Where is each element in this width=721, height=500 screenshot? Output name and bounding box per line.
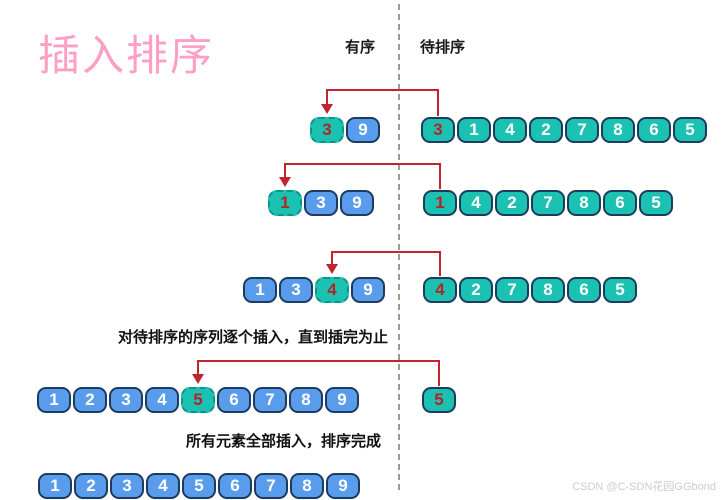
insert-arrow-horizontal: [284, 163, 441, 165]
array-cell: 9: [340, 190, 374, 216]
array-cell: 7: [495, 277, 529, 303]
array-cell: 2: [459, 277, 493, 303]
array-cell: 3: [279, 277, 313, 303]
array-cell: 8: [290, 473, 324, 499]
array-cell: 1: [423, 190, 457, 216]
array-cell: 7: [254, 473, 288, 499]
insert-arrow-down-icon: [192, 374, 204, 384]
array-cell: 4: [459, 190, 493, 216]
array-cell: 3: [110, 473, 144, 499]
page-title: 插入排序: [38, 31, 215, 80]
array-cell: 9: [346, 117, 380, 143]
array-cell: 8: [601, 117, 635, 143]
array-cell: 1: [38, 473, 72, 499]
array-cell: 7: [253, 387, 287, 413]
array-cell: 8: [567, 190, 601, 216]
insert-arrow-down-icon: [321, 104, 333, 114]
insert-arrow-vertical-right: [439, 251, 441, 276]
array-cell: 2: [73, 387, 107, 413]
array-cell: 3: [310, 117, 344, 143]
header-unsorted-label: 待排序: [420, 39, 466, 56]
insert-arrow-vertical-left: [331, 251, 333, 265]
array-cell: 5: [639, 190, 673, 216]
array-cell: 1: [243, 277, 277, 303]
array-cell: 6: [218, 473, 252, 499]
array-cell: 3: [304, 190, 338, 216]
array-cell: 4: [493, 117, 527, 143]
insert-arrow-horizontal: [197, 360, 440, 362]
array-cell: 4: [146, 473, 180, 499]
array-cell: 5: [673, 117, 707, 143]
watermark-text: CSDN @C-SDN花园GGbond: [572, 481, 716, 493]
array-cell: 3: [109, 387, 143, 413]
array-cell: 5: [181, 387, 215, 413]
vertical-dashed-line: [398, 4, 400, 490]
insert-arrow-vertical-left: [284, 163, 286, 178]
insert-arrow-vertical-left: [326, 89, 328, 105]
caption-insert-step: 对待排序的序列逐个插入，直到插完为止: [118, 329, 389, 346]
array-cell: 8: [289, 387, 323, 413]
array-cell: 2: [495, 190, 529, 216]
array-cell: 4: [145, 387, 179, 413]
array-cell: 6: [603, 190, 637, 216]
array-cell: 2: [529, 117, 563, 143]
array-cell: 3: [421, 117, 455, 143]
array-cell: 5: [422, 387, 456, 413]
insert-arrow-vertical-right: [437, 89, 439, 116]
array-cell: 6: [217, 387, 251, 413]
array-cell: 7: [531, 190, 565, 216]
insert-arrow-down-icon: [326, 264, 338, 274]
array-cell: 8: [531, 277, 565, 303]
array-cell: 1: [37, 387, 71, 413]
array-cell: 1: [457, 117, 491, 143]
insert-arrow-down-icon: [279, 177, 291, 187]
array-cell: 2: [74, 473, 108, 499]
array-cell: 4: [315, 277, 349, 303]
array-cell: 6: [567, 277, 601, 303]
insert-arrow-vertical-left: [197, 360, 199, 375]
array-cell: 4: [423, 277, 457, 303]
array-cell: 5: [603, 277, 637, 303]
array-cell: 6: [637, 117, 671, 143]
array-cell: 1: [268, 190, 302, 216]
array-cell: 5: [182, 473, 216, 499]
header-sorted-label: 有序: [345, 39, 376, 56]
insert-arrow-horizontal: [326, 89, 439, 91]
caption-sort-complete: 所有元素全部插入，排序完成: [186, 433, 382, 450]
insert-arrow-horizontal: [331, 251, 441, 253]
array-cell: 9: [325, 387, 359, 413]
array-cell: 7: [565, 117, 599, 143]
insert-arrow-vertical-right: [439, 163, 441, 189]
array-cell: 9: [351, 277, 385, 303]
insert-arrow-vertical-right: [438, 360, 440, 386]
array-cell: 9: [326, 473, 360, 499]
